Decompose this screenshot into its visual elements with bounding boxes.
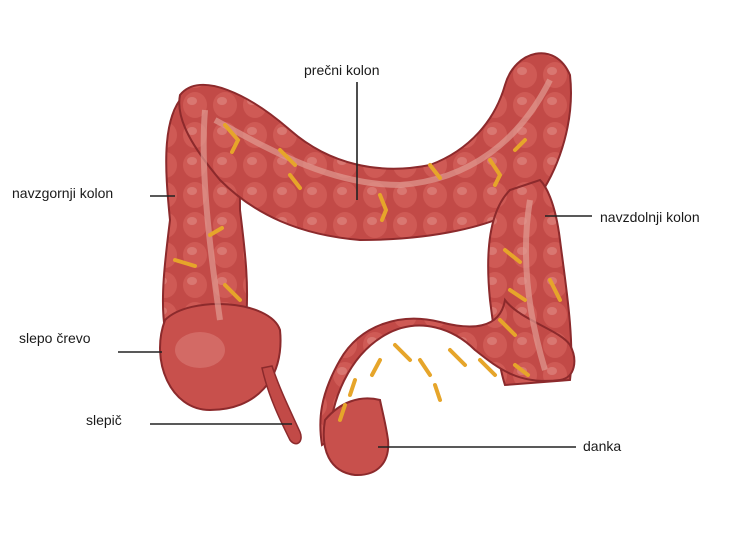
appendix-shape (262, 366, 301, 444)
label-cecum: slepo črevo (19, 330, 91, 346)
label-descending-colon: navzdolnji kolon (600, 209, 700, 225)
label-appendix: slepič (86, 412, 122, 428)
label-ascending-colon: navzgornji kolon (12, 185, 113, 201)
label-transverse-colon: prečni kolon (304, 62, 380, 78)
label-rectum: danka (583, 438, 621, 454)
